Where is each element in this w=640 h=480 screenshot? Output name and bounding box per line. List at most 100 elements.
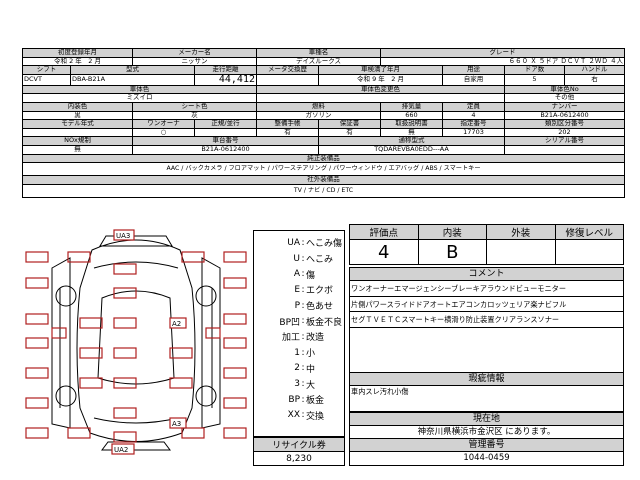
inspection-panel xyxy=(169,347,193,359)
inspection-panel xyxy=(79,317,103,329)
number-header: ナンバー xyxy=(504,101,625,112)
exterior-grade-value xyxy=(486,239,556,265)
doors-value: 5 xyxy=(504,73,565,86)
shift-value: DCVT xyxy=(22,73,71,86)
legend-code: A xyxy=(293,269,300,280)
model-header: 型式 xyxy=(70,65,195,75)
body-color-change-value xyxy=(256,93,505,103)
grade-value: ６６０ Ｘ ５ドア ＤＣＶＴ ２ＷＤ ４人 xyxy=(380,56,625,67)
inspection-panel xyxy=(169,377,193,389)
category-value: 202 xyxy=(504,127,625,138)
legend-row: U:へこみ xyxy=(254,251,344,267)
first-reg-value: 令和 2 年 2 月 xyxy=(22,56,133,67)
legend-row: BP:板金 xyxy=(254,392,344,408)
car-front-bumper xyxy=(99,235,173,247)
interior-color-header: 内装色 xyxy=(22,101,133,112)
legend-colon: : xyxy=(301,363,305,374)
legend-desc: 板金 xyxy=(306,396,325,407)
legend-colon: : xyxy=(301,410,305,421)
legend-code: E xyxy=(294,284,300,295)
normal-rev-header: 正規/並行 xyxy=(194,119,257,129)
inspection-panel xyxy=(51,327,67,339)
legend-colon: : xyxy=(301,379,305,390)
aftermarket-equipment-value: TV / ナビ / CD / ETC xyxy=(22,183,625,198)
seat-color-value: 灰 xyxy=(132,110,257,121)
mileage-header: 走行距離 xyxy=(194,65,257,75)
legend-code: BP xyxy=(288,394,300,405)
damage-mark-a2: A2 xyxy=(172,320,181,328)
legend-desc: へこみ傷 xyxy=(306,239,343,250)
manual-value: 無 xyxy=(380,127,443,138)
warranty-value: 有 xyxy=(318,127,381,138)
seat-color-header: シート色 xyxy=(132,101,257,112)
legend-colon: : xyxy=(301,347,305,358)
number-value: B21A-0612400 xyxy=(504,110,625,121)
genuine-equipment-header: 純正装備品 xyxy=(22,153,625,164)
model-year-header: モデル年式 xyxy=(22,119,133,129)
repair-level-header: 修復レベル xyxy=(554,224,624,240)
legend-desc: 大 xyxy=(306,380,316,391)
aftermarket-equipment-header: 社外装備品 xyxy=(22,175,625,185)
legend-code: 3 xyxy=(294,379,300,390)
doors-header: ドア数 xyxy=(504,65,565,75)
legend-row: P:色あせ xyxy=(254,298,344,314)
inspection-panel xyxy=(79,377,103,389)
inspection-panel xyxy=(25,397,49,409)
legend-desc: 傷 xyxy=(306,270,316,281)
comment-line: 片側パワースライドドアオートエアコンカロッツェリア楽ナビフル xyxy=(350,297,623,312)
legend-desc: 交換 xyxy=(306,411,325,422)
recycle-table: リサイクル券 8,230 xyxy=(253,437,345,466)
chassis-value: B21A-0612400 xyxy=(132,144,319,155)
serial-header: シリアル番号 xyxy=(504,136,625,146)
defects-box: 瑕疵情報 車内スレ汚れ小傷 xyxy=(349,372,624,412)
category-header: 類別区分番号 xyxy=(504,119,625,129)
nox-value: 無 xyxy=(22,144,133,155)
body-color-no-header: 車体色No xyxy=(504,84,625,95)
legend-row: E:エクボ xyxy=(254,282,344,298)
interior-grade-value: B xyxy=(417,239,487,265)
handle-value: 右 xyxy=(564,73,625,86)
legend-code: 2 xyxy=(294,363,300,374)
car-outline-right-side xyxy=(201,257,221,429)
legend-code: P xyxy=(294,300,300,311)
inspection-value: 令和 9 年 2 月 xyxy=(318,73,443,86)
inspection-panel xyxy=(113,377,137,389)
damage-mark-ua3-box xyxy=(113,229,135,241)
legend-row: A:傷 xyxy=(254,266,344,282)
serial-value xyxy=(504,144,625,155)
model-value: DBA-B21A xyxy=(70,73,195,86)
body-color-no-value: その他 xyxy=(504,93,625,103)
damage-mark-ua2-box xyxy=(111,443,135,455)
legend-row: 加工:改造 xyxy=(254,329,344,345)
body-color-value: ミズイロ xyxy=(22,93,257,103)
first-reg-header: 初度登録年月 xyxy=(22,48,133,58)
car-name-header: 車種名 xyxy=(256,48,381,58)
body-color-change-header: 車体色変更色 xyxy=(256,84,505,95)
inspection-panel xyxy=(181,427,205,439)
comment-box: コメント ワンオーナーエマージェンシーブレーキアラウンドビューモニター 片側パワ… xyxy=(349,267,624,381)
inspection-panel xyxy=(25,367,49,379)
damage-mark-ua3: UA3 xyxy=(116,232,130,240)
fuel-header: 燃料 xyxy=(256,101,381,112)
legend-code: XX xyxy=(287,410,300,421)
mileage-value: 44,412 xyxy=(194,73,257,86)
inspection-panel xyxy=(223,427,247,439)
designation-value: 17703 xyxy=(442,127,505,138)
defects-label: 瑕疵情報 xyxy=(350,373,623,386)
nox-header: NOx規制 xyxy=(22,136,133,146)
capacity-value: 4 xyxy=(442,110,505,121)
legend-code: BP凹 xyxy=(279,317,300,328)
control-number-value: 1044-0459 xyxy=(463,453,510,463)
inspection-panel xyxy=(223,397,247,409)
inspection-panel xyxy=(25,251,49,263)
legend-colon: : xyxy=(301,300,305,311)
legend-row: XX:交換 xyxy=(254,408,344,424)
maint-book-value: 有 xyxy=(256,127,319,138)
legend-desc: 改造 xyxy=(306,333,325,344)
displacement-header: 排気量 xyxy=(380,101,443,112)
body-color-header: 車体色 xyxy=(22,84,257,95)
legend-colon: : xyxy=(301,316,305,327)
comment-line: セグＴＶＥＴＣスマートキー横滑り防止装置クリアランスソナー xyxy=(350,312,623,328)
inspection-header: 車検満了年月 xyxy=(318,65,443,75)
